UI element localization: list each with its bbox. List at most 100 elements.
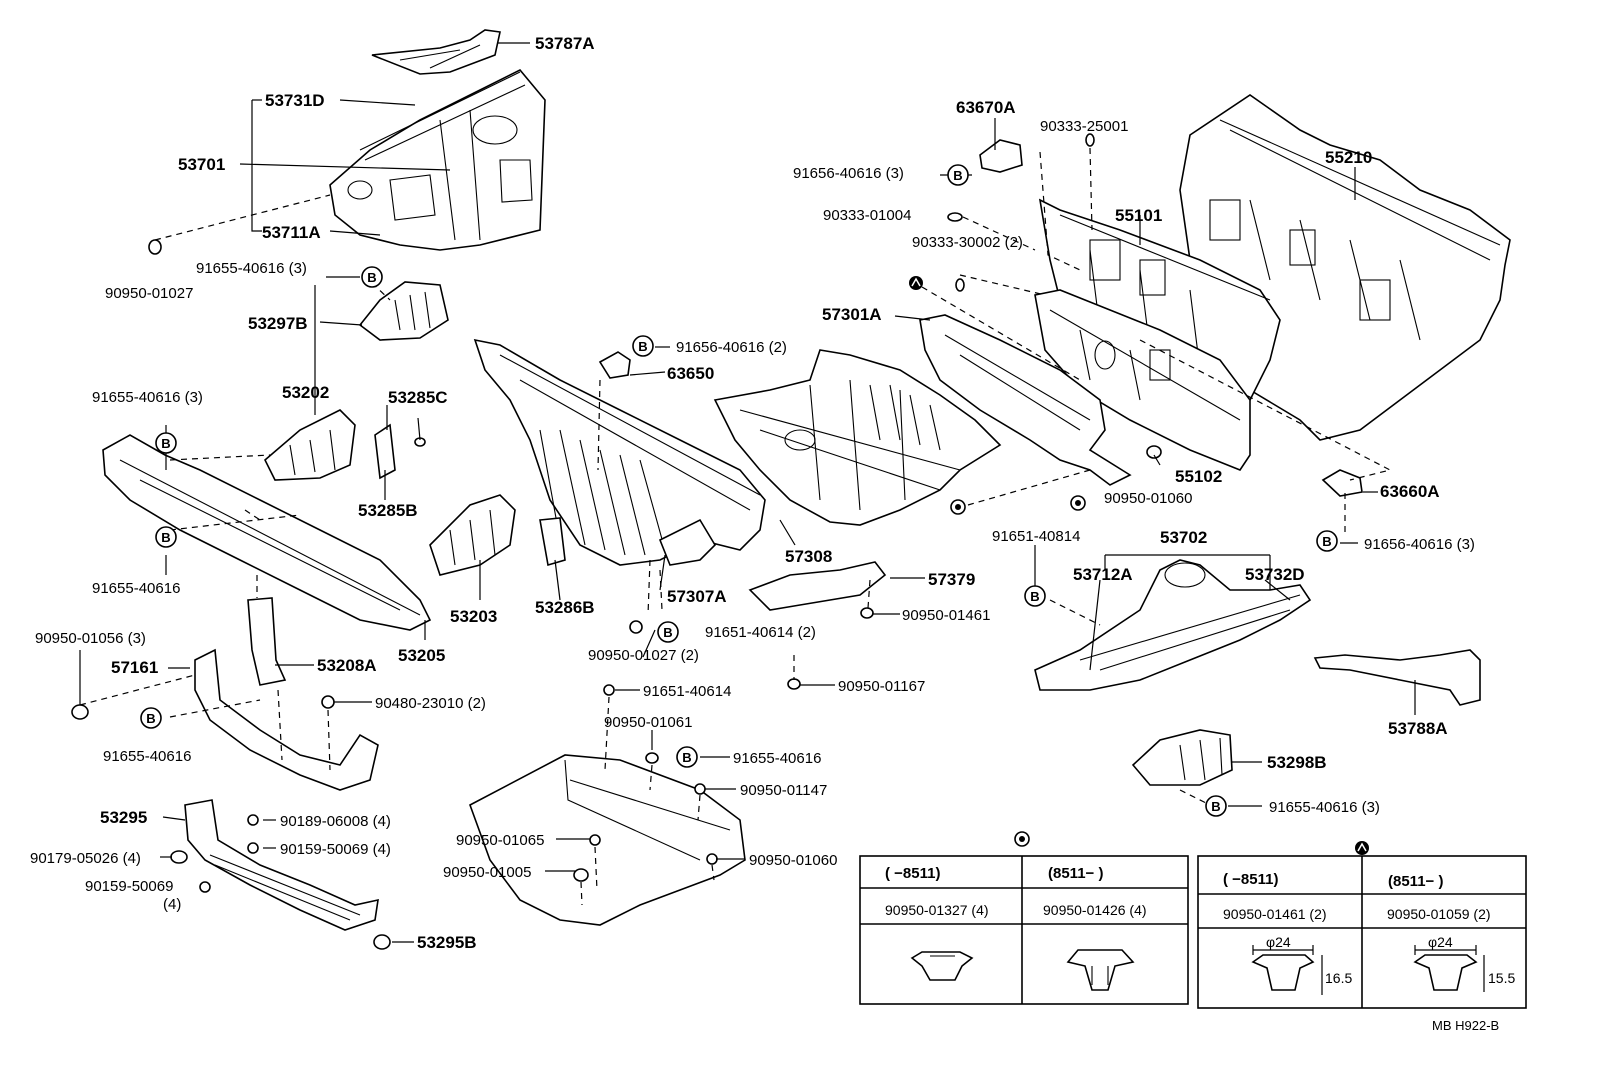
b-marker-icon: B — [1205, 795, 1227, 817]
b-marker-icon: B — [632, 335, 654, 357]
svg-text:B: B — [1211, 799, 1220, 814]
part-label: 53295 — [100, 808, 147, 827]
part-label: 90950-01027 — [105, 285, 193, 302]
part-57308-floor-pan — [713, 349, 1002, 526]
part-63660a — [1321, 469, 1363, 497]
part-label: 53297B — [248, 314, 308, 333]
part-label: 90950-01060 — [749, 852, 837, 869]
part-label: 91656-40616 (3) — [793, 165, 904, 182]
part-label: 63650 — [667, 364, 714, 383]
b-marker-icon: B — [140, 707, 162, 729]
part-53701-apron — [329, 69, 546, 251]
part-label: 91656-40616 (2) — [676, 339, 787, 356]
part-label: 91655-40616 (3) — [1269, 799, 1380, 816]
dimension-label: φ24 — [1428, 934, 1453, 950]
part-label: 90179-05026 (4) — [30, 850, 141, 867]
part-label: 53285B — [358, 501, 418, 520]
c-marker-icon — [1070, 495, 1086, 511]
part-label: 90189-06008 (4) — [280, 813, 391, 830]
part-label: 55102 — [1175, 467, 1222, 486]
leader-lines — [79, 42, 1416, 943]
part-label: 57308 — [785, 547, 832, 566]
svg-text:B: B — [663, 625, 672, 640]
part-label: 90480-23010 (2) — [375, 695, 486, 712]
part-label: 63660A — [1380, 482, 1440, 501]
part-label: 55101 — [1115, 206, 1162, 225]
part-label: 90950-01461 — [902, 607, 990, 624]
part-labels: 53787A 53731D 53701 53711A 90950-01027 9… — [30, 34, 1475, 952]
svg-text:B: B — [146, 711, 155, 726]
part-rear-floor-panel — [469, 754, 746, 926]
part-label: 53285C — [388, 388, 448, 407]
b-marker-icon: B — [947, 164, 969, 186]
b-marker-icon: B — [361, 266, 383, 288]
clip-table-a: ( −8511) (8511− ) 90950-01461 (2) 90950-… — [1197, 855, 1527, 1009]
svg-text:B: B — [367, 270, 376, 285]
part-53205-cross-member — [102, 434, 432, 631]
table-part-cell: 90950-01059 (2) — [1387, 906, 1491, 922]
part-53208a — [247, 597, 287, 686]
dimension-label: 16.5 — [1325, 970, 1352, 986]
part-label: 90950-01167 — [838, 678, 925, 695]
clip-icon — [1413, 945, 1485, 992]
part-label: 90950-01056 (3) — [35, 630, 146, 647]
part-label: 90333-25001 — [1040, 118, 1128, 135]
table-header-cell: ( −8511) — [1223, 871, 1278, 888]
a-marker-icon — [909, 276, 923, 290]
svg-text:B: B — [161, 436, 170, 451]
part-63650 — [598, 351, 631, 379]
svg-text:B: B — [638, 339, 647, 354]
part-label: 90159-50069 (4) — [280, 841, 391, 858]
table-part-cell: 90950-01461 (2) — [1223, 906, 1327, 922]
clip-icon — [910, 951, 974, 981]
part-label: 53298B — [1267, 753, 1327, 772]
b-marker-icon: B — [1316, 530, 1338, 552]
part-label: 53286B — [535, 598, 595, 617]
part-label: 91655-40616 — [92, 580, 180, 597]
table-header-cell: (8511− ) — [1388, 873, 1443, 890]
part-53787a — [371, 29, 501, 75]
part-label: 91656-40616 (3) — [1364, 536, 1475, 553]
part-label: 91651-40814 — [992, 528, 1080, 545]
dimension-label: φ24 — [1266, 934, 1291, 950]
part-label: 53205 — [398, 646, 445, 665]
b-marker-icon: B — [155, 526, 177, 548]
clip-table-c: ( −8511) (8511− ) 90950-01327 (4) 90950-… — [859, 855, 1189, 1005]
part-53788a — [1313, 649, 1481, 706]
part-label: 55210 — [1325, 148, 1372, 167]
part-label: 53701 — [178, 155, 225, 174]
c-marker-icon — [950, 499, 966, 515]
table-part-cell: 90950-01327 (4) — [885, 902, 989, 918]
part-label: (4) — [163, 896, 181, 913]
part-label: 90950-01061 — [604, 714, 692, 731]
circled-markers: B B B B B B B B B B B — [140, 164, 1369, 855]
part-53285b — [374, 423, 396, 480]
part-57307a — [658, 518, 717, 566]
drawing-code: MB H922-B — [1432, 1018, 1499, 1033]
part-label: 53711A — [262, 223, 321, 242]
part-57379 — [748, 561, 887, 611]
part-label: 90159-50069 — [85, 878, 173, 895]
svg-text:B: B — [161, 530, 170, 545]
part-53295-skid — [184, 799, 379, 931]
part-label: 90950-01027 (2) — [588, 647, 699, 664]
part-label: 53788A — [1388, 719, 1448, 738]
part-label: 57301A — [822, 305, 882, 324]
part-label: 91655-40616 (3) — [196, 260, 307, 277]
table-part-cell: 90950-01426 (4) — [1043, 902, 1147, 918]
part-53297b — [358, 281, 449, 341]
svg-text:B: B — [682, 750, 691, 765]
svg-text:B: B — [1030, 589, 1039, 604]
part-53702-side-member — [1034, 559, 1312, 691]
part-53298b — [1131, 729, 1233, 786]
part-center-side-member — [473, 338, 766, 566]
part-label: 90950-01065 — [456, 832, 544, 849]
part-53203 — [429, 494, 516, 576]
part-label: 53732D — [1245, 565, 1305, 584]
part-57301a — [919, 314, 1132, 486]
part-label: 53208A — [317, 656, 377, 675]
part-53202 — [264, 409, 356, 481]
c-marker-icon — [1014, 831, 1030, 847]
part-label: 90333-30002 (2) — [912, 234, 1023, 251]
